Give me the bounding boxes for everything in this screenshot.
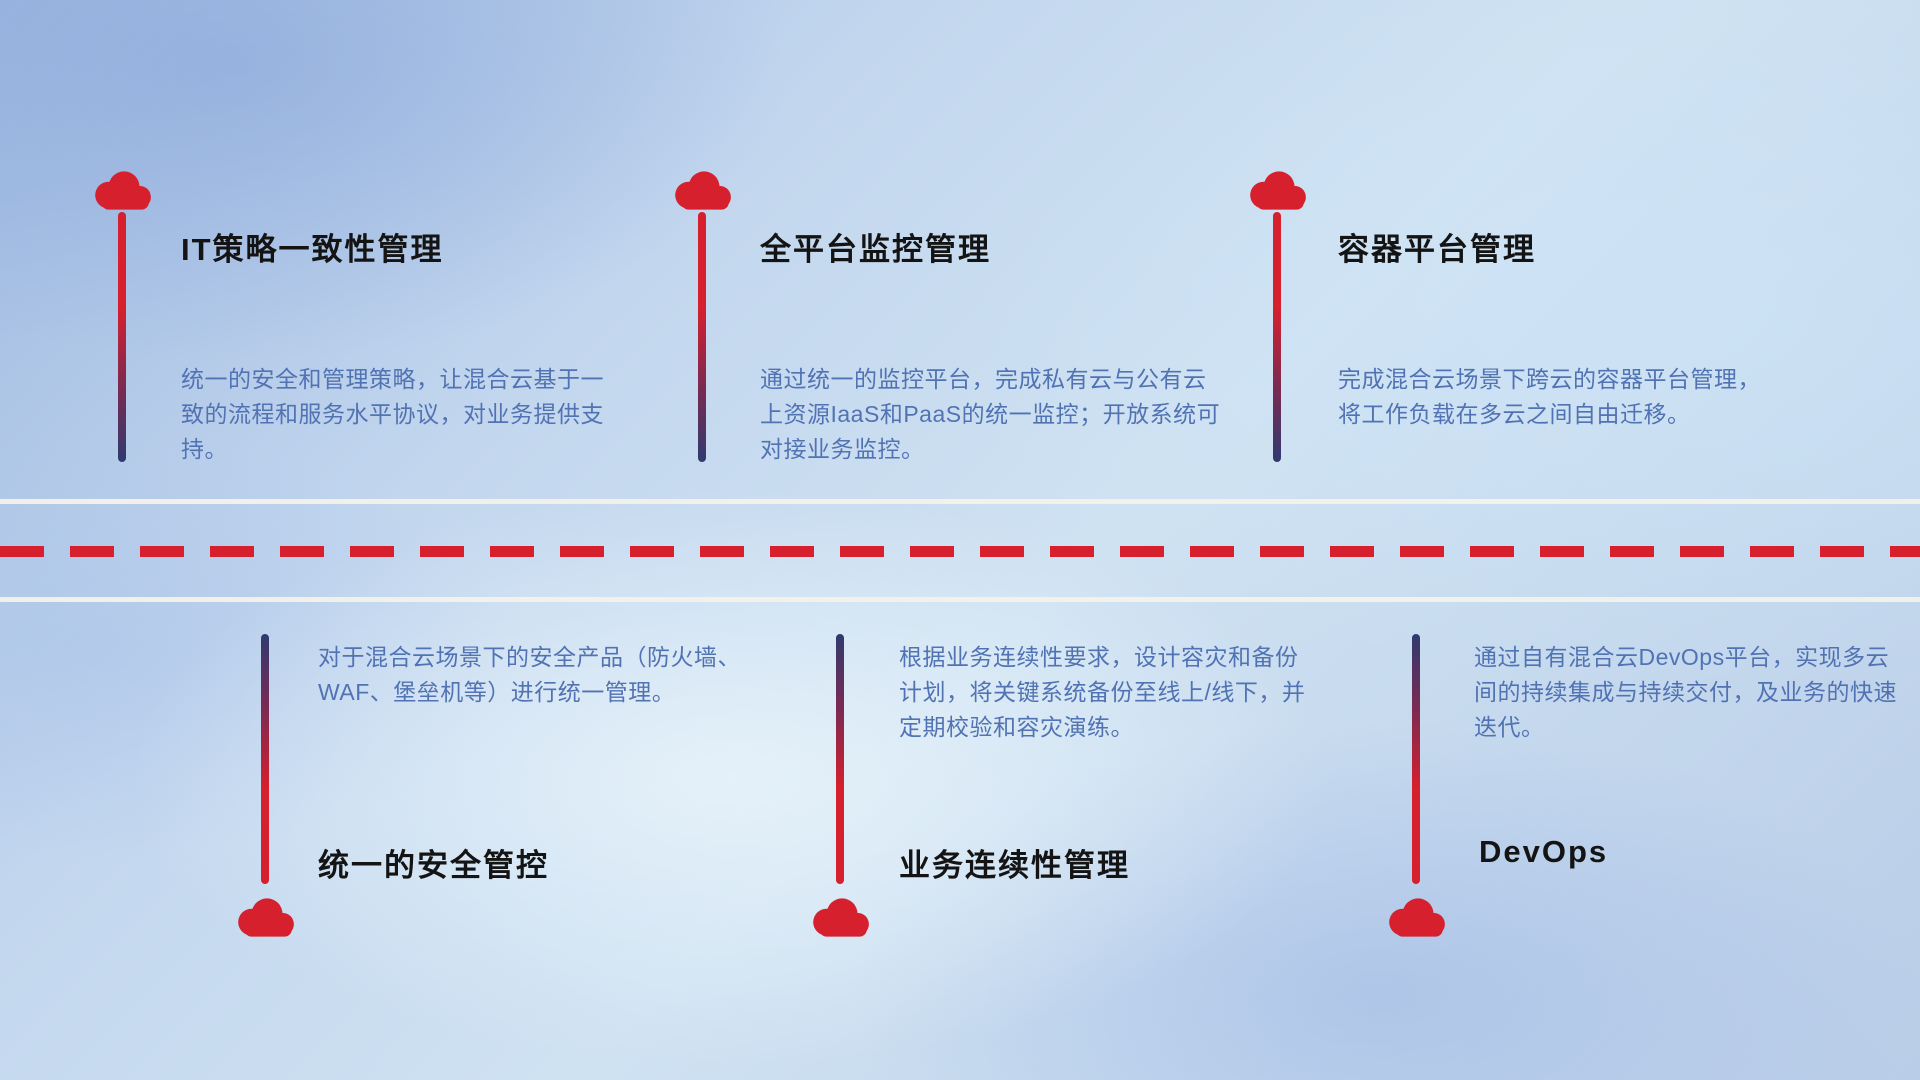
connector-line bbox=[261, 634, 269, 884]
item-title-container-platform: 容器平台管理 bbox=[1338, 232, 1536, 267]
item-title-security-control: 统一的安全管控 bbox=[318, 848, 549, 883]
connector-line bbox=[836, 634, 844, 884]
connector-line bbox=[118, 212, 126, 462]
item-description-devops: 通过自有混合云DevOps平台，实现多云间的持续集成与持续交付，及业务的快速迭代… bbox=[1474, 644, 1897, 740]
item-title-devops: DevOps bbox=[1479, 834, 1609, 869]
divider-bottom-line bbox=[0, 597, 1920, 602]
item-description-it-policy: 统一的安全和管理策略，让混合云基于一致的流程和服务水平协议，对业务提供支持。 bbox=[181, 366, 604, 462]
cloud-icon bbox=[95, 171, 151, 210]
item-description-business-continuity: 根据业务连续性要求，设计容灾和备份计划，将关键系统备份至线上/线下，并定期校验和… bbox=[899, 644, 1306, 740]
cloud-icon bbox=[675, 171, 731, 210]
divider-top-line bbox=[0, 499, 1920, 504]
item-title-business-continuity: 业务连续性管理 bbox=[899, 848, 1130, 883]
item-description-security-control: 对于混合云场景下的安全产品（防火墙、WAF、堡垒机等）进行统一管理。 bbox=[318, 644, 741, 705]
cloud-icon bbox=[238, 898, 294, 937]
connector-line bbox=[1273, 212, 1281, 462]
connector-line bbox=[1412, 634, 1420, 884]
item-description-monitoring: 通过统一的监控平台，完成私有云与公有云上资源IaaS和PaaS的统一监控；开放系… bbox=[760, 366, 1221, 462]
cloud-icon bbox=[1389, 898, 1445, 937]
connector-line bbox=[698, 212, 706, 462]
cloud-icon bbox=[813, 898, 869, 937]
item-description-container-platform: 完成混合云场景下跨云的容器平台管理，将工作负载在多云之间自由迁移。 bbox=[1338, 366, 1761, 427]
item-title-it-policy: IT策略一致性管理 bbox=[181, 232, 444, 267]
divider-dashed-line bbox=[0, 546, 1920, 557]
cloud-icon bbox=[1250, 171, 1306, 210]
item-title-monitoring: 全平台监控管理 bbox=[760, 232, 991, 267]
